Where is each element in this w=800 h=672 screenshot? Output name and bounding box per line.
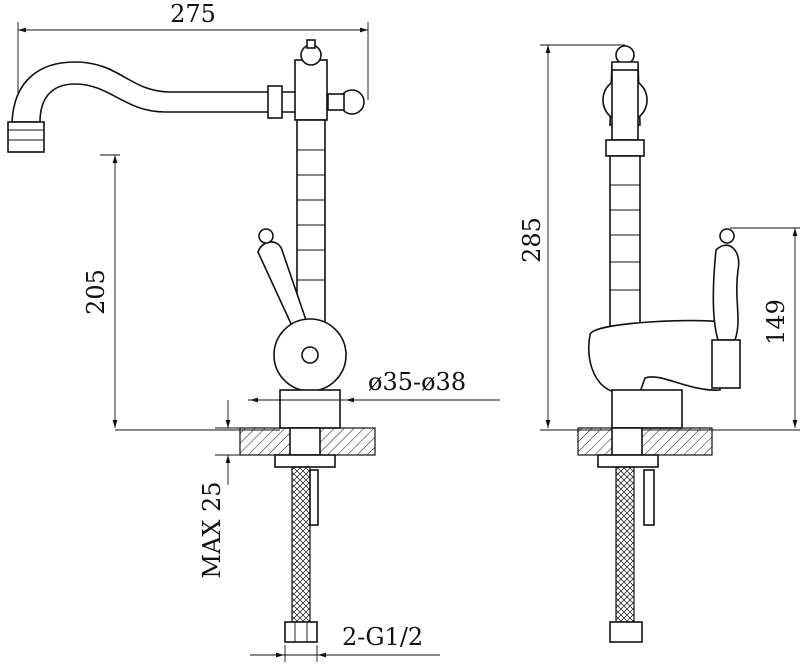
- hose-nut: [284, 621, 318, 643]
- countertop-front: [577, 427, 713, 456]
- front-view-right: 285 149: [518, 44, 800, 643]
- handle-front: [712, 244, 740, 341]
- dim-spout-height: 205: [82, 269, 110, 315]
- hose: [291, 466, 311, 623]
- side-view-left: 275 205 ø35-ø38: [7, 0, 500, 662]
- dim-total-height: 285: [518, 217, 546, 263]
- aerator: [7, 121, 45, 153]
- dim-max-thickness: MAX 25: [198, 481, 226, 578]
- base-front: [588, 319, 721, 393]
- faucet-body-front: [611, 69, 639, 141]
- spout: [11, 61, 301, 123]
- dim-connection: 2-G1/2: [342, 623, 423, 651]
- dim-base-diameter: ø35-ø38: [368, 368, 466, 396]
- dim-handle-height: 149: [762, 299, 790, 345]
- hose-front: [615, 466, 635, 623]
- handle-lever: [257, 241, 307, 328]
- dim-spout-reach: 275: [170, 0, 216, 28]
